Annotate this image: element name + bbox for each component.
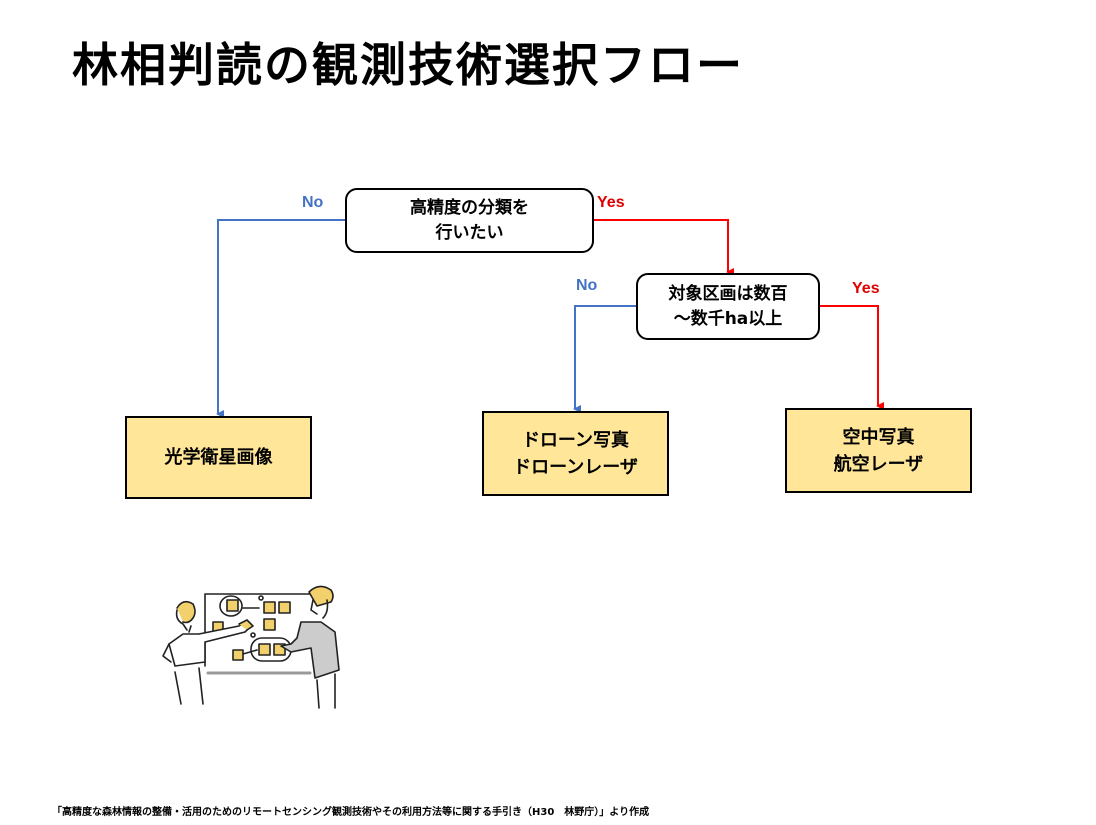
q2-no-connector [573, 305, 637, 413]
q1-yes-label: Yes [597, 194, 625, 211]
q1-yes-connector [593, 219, 734, 276]
page-title: 林相判読の観測技術選択フロー [72, 38, 744, 92]
decision-area-size: 対象区画は数百 ～数千ha以上 [636, 273, 820, 340]
q2-yes-label: Yes [852, 280, 880, 297]
result-drone: ドローン写真 ドローンレーザ [482, 411, 669, 496]
q2-no-label: No [576, 277, 598, 294]
two-people-at-whiteboard-illustration [162, 585, 340, 709]
source-citation: 「高精度な森林情報の整備・活用のためのリモートセンシング観測技術やその利用方法等… [52, 807, 650, 818]
result-optical-satellite: 光学衛星画像 [125, 416, 312, 499]
q1-no-label: No [302, 194, 324, 211]
result-aerial: 空中写真 航空レーザ [785, 408, 972, 493]
q2-yes-connector [819, 305, 884, 410]
decision-high-precision: 高精度の分類を 行いたい [345, 188, 594, 253]
q1-no-connector [216, 219, 346, 418]
